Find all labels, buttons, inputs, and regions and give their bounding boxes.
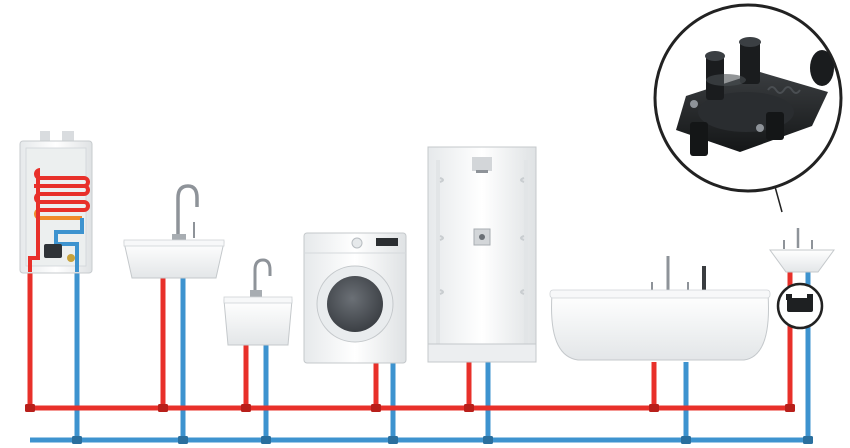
cold-tee-fitting <box>178 436 188 444</box>
shower-valve-knob <box>479 234 485 240</box>
heater-top-fitting-left <box>40 131 50 143</box>
heater-gas-valve <box>67 254 75 262</box>
washer-door-glass <box>327 276 383 332</box>
small-sink-faucet-icon <box>253 258 272 296</box>
hot-tee-fitting <box>464 404 474 412</box>
cold-tee-fitting <box>388 436 398 444</box>
kitchen-sink-rim <box>123 239 225 247</box>
valve-ribs <box>767 86 801 94</box>
hot-tee-fitting <box>241 404 251 412</box>
pipe-couplings <box>25 404 813 444</box>
vessel-sink <box>769 228 835 273</box>
hot-tee-fitting <box>25 404 35 412</box>
cold-tee-fitting <box>483 436 493 444</box>
washer-dial-icon <box>351 237 363 249</box>
small-faucet-base <box>250 290 262 297</box>
recirculation-valve-icon <box>676 37 834 156</box>
valve-callout <box>653 3 843 193</box>
valve-clip-left <box>690 100 698 108</box>
tankless-water-heater <box>19 131 93 274</box>
valve-port-bottom-left <box>690 122 708 156</box>
valve-port-top-right-cap <box>739 37 761 47</box>
kitchen-sink <box>123 184 225 279</box>
faucet-base <box>172 234 186 242</box>
cold-tee-fitting <box>261 436 271 444</box>
washer-display <box>376 238 398 246</box>
bathtub-rim <box>549 289 771 299</box>
small-sink-rim <box>223 296 293 304</box>
kitchen-faucet-icon <box>176 184 199 244</box>
shower-wall-ridges <box>436 160 528 356</box>
shower-head-icon <box>472 157 492 171</box>
hot-tee-fitting <box>158 404 168 412</box>
utility-sink-icon <box>223 299 293 346</box>
valve-highlight <box>706 74 746 86</box>
kitchen-sink-icon <box>123 241 225 279</box>
valve-clip-right <box>756 124 764 132</box>
shower-shelves <box>439 177 525 295</box>
heater-hot-outlet <box>28 170 40 272</box>
shower-stall <box>427 146 537 363</box>
valve-marker-port-left <box>786 294 792 300</box>
bathtub-icon <box>551 293 769 361</box>
cold-tee-fitting <box>681 436 691 444</box>
hot-water-pipes <box>27 270 793 411</box>
hot-tee-fitting <box>785 404 795 412</box>
washing-machine <box>303 232 407 364</box>
bathtub <box>549 256 771 361</box>
vessel-sink-icon <box>769 249 835 273</box>
valve-port-bottom-right <box>766 112 784 140</box>
valve-end-cap <box>810 50 834 86</box>
heater-cold-inlet <box>54 218 84 272</box>
valve-location-marker <box>773 182 824 330</box>
hot-tee-fitting <box>371 404 381 412</box>
cold-tee-fitting <box>72 436 82 444</box>
shower-base <box>427 343 537 363</box>
shower-head-face <box>476 170 488 173</box>
valve-marker-body <box>787 298 813 312</box>
small-sink <box>223 258 293 346</box>
valve-marker-port-right <box>807 294 813 300</box>
heater-control-module <box>44 244 62 258</box>
shower-icon <box>427 146 537 363</box>
cold-tee-fitting <box>803 436 813 444</box>
hot-tee-fitting <box>649 404 659 412</box>
valve-port-top-left-cap <box>705 51 725 61</box>
valve-port-top-right <box>740 40 760 84</box>
heater-top-fitting-right <box>62 131 74 143</box>
